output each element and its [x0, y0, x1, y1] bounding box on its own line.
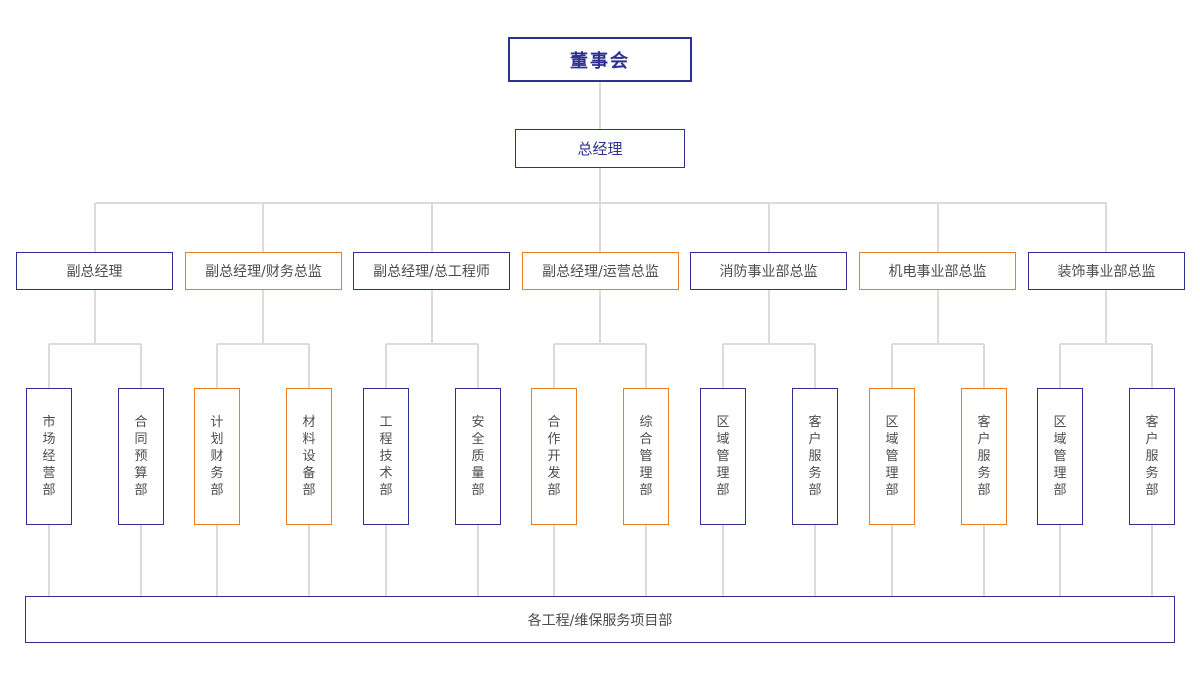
department-box: 材料设备部 — [286, 388, 332, 525]
department-box: 计划财务部 — [194, 388, 240, 525]
department-label: 安全质量部 — [471, 415, 485, 498]
connector-line — [768, 203, 770, 252]
connector-line — [891, 525, 893, 596]
department-label: 工程技术部 — [379, 415, 393, 498]
connector-line — [386, 343, 478, 345]
connector-line — [140, 525, 142, 596]
connector-line — [599, 168, 601, 252]
connector-line — [814, 344, 816, 388]
department-label: 材料设备部 — [302, 415, 316, 498]
connector-line — [1059, 344, 1061, 388]
connector-line — [554, 343, 646, 345]
connector-line — [217, 343, 309, 345]
executive-box-coo: 副总经理/运营总监 — [522, 252, 679, 290]
department-label: 区域管理部 — [1053, 415, 1067, 498]
connector-line — [645, 525, 647, 596]
connector-line — [477, 525, 479, 596]
connector-line — [431, 290, 433, 344]
connector-line — [1151, 344, 1153, 388]
connector-line — [891, 344, 893, 388]
projects-label: 各工程/维保服务项目部 — [527, 612, 673, 629]
connector-line — [216, 344, 218, 388]
department-box: 安全质量部 — [455, 388, 501, 525]
department-box: 区域管理部 — [869, 388, 915, 525]
connector-line — [553, 525, 555, 596]
connector-line — [385, 344, 387, 388]
connector-line — [385, 525, 387, 596]
connector-line — [431, 203, 433, 252]
executive-box-chief-engineer: 副总经理/总工程师 — [353, 252, 510, 290]
executive-label: 副总经理/运营总监 — [542, 264, 659, 280]
department-label: 客户服务部 — [1145, 415, 1159, 498]
connector-line — [216, 525, 218, 596]
connector-line — [94, 290, 96, 344]
department-box: 综合管理部 — [623, 388, 669, 525]
executive-label: 副总经理 — [66, 264, 123, 280]
executive-box-deputy-gm: 副总经理 — [16, 252, 173, 290]
executive-box-cfo: 副总经理/财务总监 — [185, 252, 342, 290]
department-box: 区域管理部 — [700, 388, 746, 525]
connector-line — [892, 343, 984, 345]
connector-line — [599, 290, 601, 344]
department-box: 客户服务部 — [1129, 388, 1175, 525]
board-label: 董事会 — [570, 50, 630, 72]
connector-line — [599, 82, 601, 129]
connector-line — [95, 202, 1107, 204]
executive-label: 装饰事业部总监 — [1057, 264, 1156, 280]
connector-line — [722, 344, 724, 388]
connector-line — [722, 525, 724, 596]
connector-line — [983, 525, 985, 596]
department-label: 区域管理部 — [885, 415, 899, 498]
connector-line — [48, 525, 50, 596]
connector-line — [723, 343, 815, 345]
connector-line — [262, 203, 264, 252]
general-manager-box: 总经理 — [515, 129, 685, 168]
department-label: 合作开发部 — [547, 415, 561, 498]
executive-label: 机电事业部总监 — [888, 264, 987, 280]
connector-line — [140, 344, 142, 388]
department-label: 计划财务部 — [210, 415, 224, 498]
department-label: 客户服务部 — [977, 415, 991, 498]
board-box: 董事会 — [508, 37, 692, 82]
department-label: 市场经营部 — [42, 415, 56, 498]
connector-line — [937, 203, 939, 252]
connector-line — [1105, 203, 1107, 252]
department-box: 工程技术部 — [363, 388, 409, 525]
connector-line — [308, 344, 310, 388]
connector-line — [983, 344, 985, 388]
connector-line — [1060, 343, 1152, 345]
connector-line — [477, 344, 479, 388]
general-manager-label: 总经理 — [577, 140, 623, 158]
executive-box-fire-division-director: 消防事业部总监 — [690, 252, 847, 290]
connector-line — [937, 290, 939, 344]
executive-label: 副总经理/财务总监 — [205, 264, 322, 280]
department-box: 客户服务部 — [961, 388, 1007, 525]
department-box: 市场经营部 — [26, 388, 72, 525]
connector-line — [768, 290, 770, 344]
connector-line — [1105, 290, 1107, 344]
connector-line — [1059, 525, 1061, 596]
executive-box-mechatronics-division-director: 机电事业部总监 — [859, 252, 1016, 290]
executive-box-decoration-division-director: 装饰事业部总监 — [1028, 252, 1185, 290]
department-label: 客户服务部 — [808, 415, 822, 498]
connector-line — [48, 344, 50, 388]
department-box: 合同预算部 — [118, 388, 164, 525]
department-label: 综合管理部 — [639, 415, 653, 498]
connector-line — [308, 525, 310, 596]
connector-line — [645, 344, 647, 388]
department-label: 合同预算部 — [134, 415, 148, 498]
department-box: 区域管理部 — [1037, 388, 1083, 525]
executive-label: 副总经理/总工程师 — [373, 264, 490, 280]
projects-box: 各工程/维保服务项目部 — [25, 596, 1175, 643]
department-box: 合作开发部 — [531, 388, 577, 525]
connector-line — [814, 525, 816, 596]
connector-line — [49, 343, 141, 345]
executive-label: 消防事业部总监 — [719, 264, 818, 280]
department-box: 客户服务部 — [792, 388, 838, 525]
department-label: 区域管理部 — [716, 415, 730, 498]
connector-line — [262, 290, 264, 344]
connector-line — [94, 203, 96, 252]
connector-line — [553, 344, 555, 388]
connector-line — [1151, 525, 1153, 596]
